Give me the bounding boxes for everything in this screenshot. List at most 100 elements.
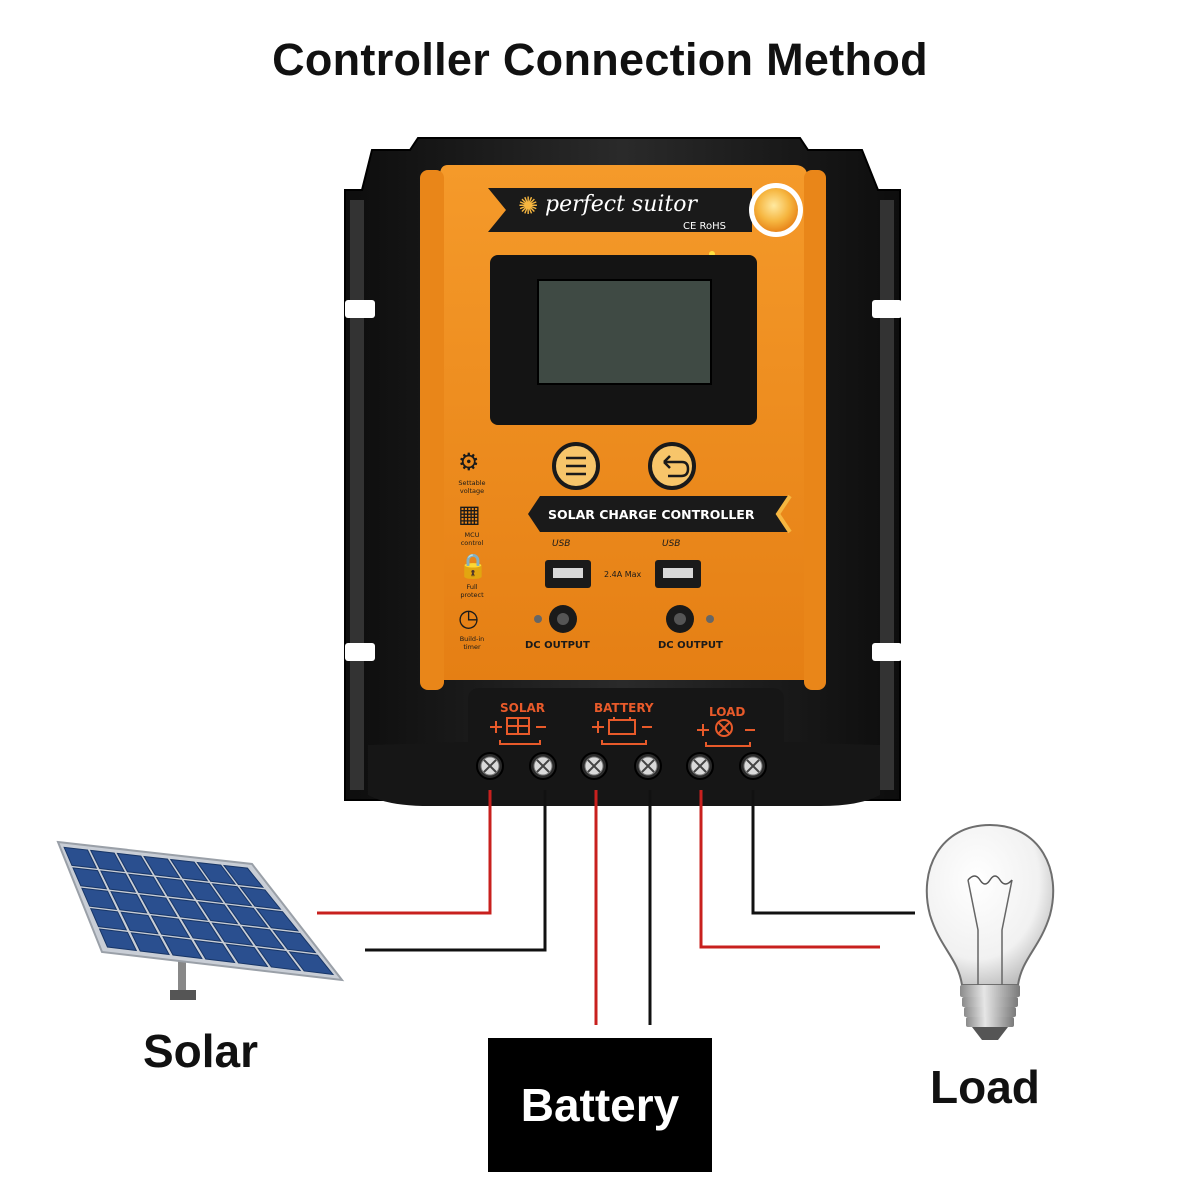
wire-load-positive bbox=[699, 790, 880, 949]
brand-name: perfect suitor bbox=[545, 192, 699, 217]
solar-cell bbox=[272, 929, 317, 954]
light-bulb bbox=[925, 823, 1055, 1040]
solar-cell bbox=[168, 897, 209, 921]
terminal-load-symbol bbox=[697, 719, 755, 747]
terminal-screws bbox=[476, 752, 767, 780]
mount-slot bbox=[872, 300, 902, 318]
solar-cell bbox=[183, 880, 224, 903]
terminal-screw[interactable] bbox=[476, 752, 504, 780]
wire-load-negative bbox=[751, 790, 915, 915]
solar-cell bbox=[169, 858, 209, 882]
solar-cell bbox=[181, 918, 222, 942]
feature-list: ⚙Settablevoltage▦MCUcontrol🔒Fullprotect◷… bbox=[458, 448, 488, 651]
solar-cell bbox=[162, 936, 203, 960]
feature-label: Settable bbox=[458, 479, 485, 487]
dc-output-left-jack[interactable] bbox=[549, 605, 577, 633]
solar-panel bbox=[56, 840, 345, 1000]
terminal-solar-label: SOLAR bbox=[500, 701, 545, 715]
terminal-screw[interactable] bbox=[686, 752, 714, 780]
clock-icon: ◷ bbox=[458, 604, 479, 632]
terminal-screw[interactable] bbox=[529, 752, 557, 780]
charge-controller: ✺ perfect suitor CE RoHS SOLAR CHARGE CO… bbox=[344, 137, 902, 806]
lock-icon: 🔒 bbox=[458, 552, 488, 580]
chip-icon: ▦ bbox=[458, 500, 481, 528]
mount-slot bbox=[345, 300, 375, 318]
usb-rating: 2.4A Max bbox=[604, 570, 642, 579]
battery-label: Battery bbox=[520, 1079, 680, 1131]
solar-cell bbox=[143, 855, 181, 879]
solar-cell bbox=[130, 932, 170, 956]
solar-cell bbox=[226, 904, 269, 928]
mount-slot bbox=[872, 643, 902, 661]
wire-solar-negative bbox=[365, 790, 547, 952]
solar-cell bbox=[100, 870, 137, 893]
solar-cell bbox=[63, 846, 98, 869]
solar-cell bbox=[256, 947, 302, 972]
dc-output-right-jack[interactable] bbox=[666, 605, 694, 633]
model-label: SOLAR CHARGE CONTROLLER bbox=[548, 507, 755, 522]
feature-label: protect bbox=[460, 591, 484, 599]
certification-marks: CE RoHS bbox=[683, 221, 726, 232]
terminal-battery-label: BATTERY bbox=[594, 701, 654, 715]
dc-led-left bbox=[534, 615, 542, 623]
usb-label-left: USB bbox=[552, 539, 570, 549]
feature-label: MCU bbox=[465, 531, 480, 539]
terminal-load-label: LOAD bbox=[709, 705, 745, 719]
terminal-solar-symbol bbox=[490, 717, 546, 745]
solar-cell bbox=[196, 861, 237, 885]
feature-label: voltage bbox=[460, 487, 484, 495]
load-label: Load bbox=[930, 1061, 1040, 1113]
dc-led-right bbox=[706, 615, 714, 623]
solar-cell bbox=[98, 928, 138, 952]
feature-label: Build-in bbox=[460, 635, 485, 643]
solar-cell bbox=[110, 891, 148, 914]
solar-cell bbox=[225, 943, 269, 968]
gear-icon: ⚙ bbox=[458, 448, 480, 476]
terminal-battery-symbol bbox=[592, 717, 652, 745]
model-banner bbox=[528, 496, 790, 532]
solar-cell bbox=[239, 886, 282, 910]
terminal-screw[interactable] bbox=[580, 752, 608, 780]
solar-cell bbox=[155, 876, 195, 900]
brand-banner bbox=[488, 188, 752, 232]
back-button[interactable] bbox=[648, 442, 696, 490]
menu-button[interactable] bbox=[552, 442, 600, 490]
battery-box: Battery bbox=[488, 1038, 712, 1172]
solar-cell bbox=[127, 873, 166, 897]
solar-cell bbox=[89, 849, 126, 872]
solar-cell bbox=[197, 901, 239, 925]
solar-cell bbox=[150, 915, 191, 939]
solar-cell bbox=[255, 908, 300, 932]
diagram-title: Controller Connection Method bbox=[272, 34, 928, 85]
mount-slot bbox=[345, 643, 375, 661]
wire-solar-positive bbox=[317, 790, 492, 915]
dc-output-right-label: DC OUTPUT bbox=[658, 640, 723, 651]
solar-cell bbox=[81, 887, 118, 910]
solar-cell bbox=[241, 926, 286, 950]
terminal-screw[interactable] bbox=[739, 752, 767, 780]
usb-label-right: USB bbox=[662, 539, 680, 549]
sun-icon bbox=[754, 188, 798, 232]
usb-port-left[interactable] bbox=[545, 560, 591, 588]
usb-port-right[interactable] bbox=[655, 560, 701, 588]
lcd-screen bbox=[537, 279, 712, 385]
solar-cell bbox=[193, 939, 236, 964]
solar-cell bbox=[72, 867, 108, 890]
solar-cell bbox=[288, 951, 335, 976]
back-arrow-icon bbox=[663, 455, 690, 478]
solar-cell bbox=[120, 911, 159, 935]
feature-label: Full bbox=[466, 583, 477, 591]
solar-cell bbox=[222, 864, 265, 888]
solar-cell bbox=[211, 883, 253, 907]
wiring bbox=[317, 790, 915, 1025]
dc-output-left-label: DC OUTPUT bbox=[525, 640, 590, 651]
solar-cell bbox=[116, 852, 153, 876]
solar-label: Solar bbox=[143, 1025, 259, 1077]
feature-label: timer bbox=[463, 643, 481, 651]
terminal-screw[interactable] bbox=[634, 752, 662, 780]
